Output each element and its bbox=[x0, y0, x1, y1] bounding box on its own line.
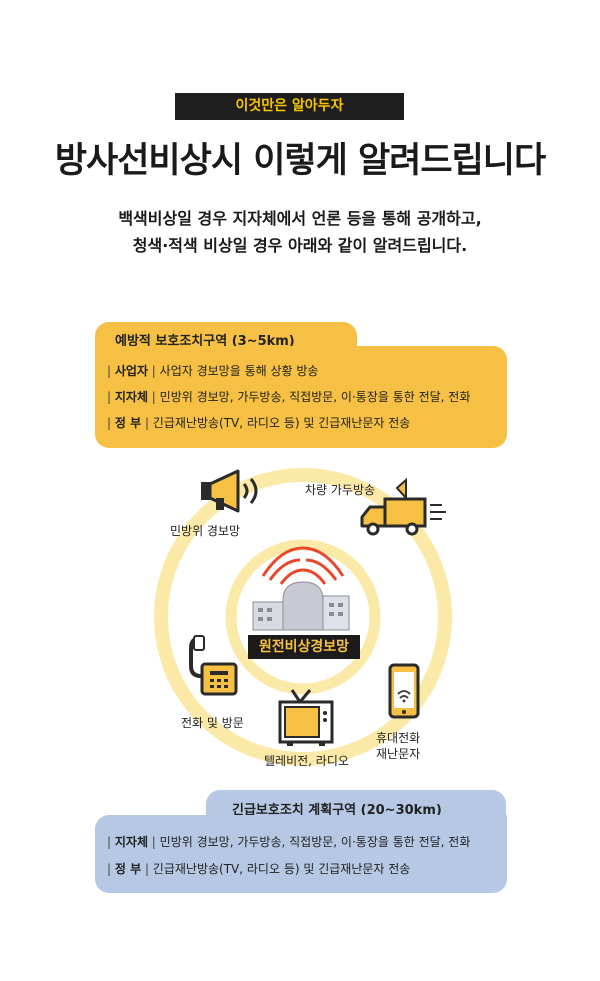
row-who: 정 부 bbox=[114, 416, 142, 430]
row-what: 사업자 경보망을 통해 상황 방송 bbox=[159, 364, 319, 378]
row-who: 정 부 bbox=[114, 862, 142, 876]
telephone-icon bbox=[189, 635, 238, 696]
outer-ring bbox=[154, 468, 452, 766]
row-what: 민방위 경보망, 가두방송, 직접방문, 이·통장을 통한 전달, 전화 bbox=[159, 390, 471, 404]
truck-icon bbox=[360, 477, 446, 536]
emergency-row-government: | 정 부 | 긴급재난방송(TV, 라디오 등) 및 긴급재난문자 전송 bbox=[107, 862, 411, 876]
inner-ring bbox=[225, 539, 381, 695]
mobile-label: 휴대전화 재난문자 bbox=[376, 730, 420, 762]
alert-channel-diagram bbox=[154, 468, 452, 766]
preventive-row-operator: | 사업자 | 사업자 경보망을 통해 상황 방송 bbox=[107, 364, 319, 378]
vehicle-label: 차량 가두방송 bbox=[305, 483, 376, 497]
center-label: 원전비상경보망 bbox=[248, 635, 360, 659]
preventive-zone-title: 예방적 보호조치구역 (3~5km) bbox=[115, 334, 295, 349]
television-icon bbox=[278, 689, 334, 746]
emergency-zone-title: 긴급보호조치 계획구역 (20~30km) bbox=[232, 803, 442, 818]
row-who: 지자체 bbox=[114, 835, 148, 849]
description-line-1: 백색비상일 경우 지자체에서 언론 등을 통해 공개하고, bbox=[118, 209, 482, 228]
mobile-phone-icon bbox=[388, 663, 420, 719]
row-who: 지자체 bbox=[114, 390, 148, 404]
description: 백색비상일 경우 지자체에서 언론 등을 통해 공개하고, 청색·적색 비상일 … bbox=[0, 205, 600, 259]
civil-defense-label: 민방위 경보망 bbox=[170, 524, 241, 538]
row-who: 사업자 bbox=[114, 364, 148, 378]
row-what: 긴급재난방송(TV, 라디오 등) 및 긴급재난문자 전송 bbox=[152, 862, 411, 876]
mobile-label-line-1: 휴대전화 bbox=[376, 731, 421, 745]
emergency-zone-box: | 지자체 | 민방위 경보망, 가두방송, 직접방문, 이·통장을 통한 전달… bbox=[95, 815, 507, 893]
preventive-row-local-gov: | 지자체 | 민방위 경보망, 가두방송, 직접방문, 이·통장을 통한 전달… bbox=[107, 390, 471, 404]
nuclear-plant-icon bbox=[252, 546, 350, 631]
row-what: 긴급재난방송(TV, 라디오 등) 및 긴급재난문자 전송 bbox=[152, 416, 411, 430]
row-what: 민방위 경보망, 가두방송, 직접방문, 이·통장을 통한 전달, 전화 bbox=[159, 835, 471, 849]
preventive-row-government: | 정 부 | 긴급재난방송(TV, 라디오 등) 및 긴급재난문자 전송 bbox=[107, 416, 411, 430]
emergency-row-local-gov: | 지자체 | 민방위 경보망, 가두방송, 직접방문, 이·통장을 통한 전달… bbox=[107, 835, 471, 849]
phone-label: 전화 및 방문 bbox=[181, 716, 244, 730]
page-title: 방사선비상시 이렇게 알려드립니다 bbox=[54, 141, 546, 181]
tv-label: 텔레비전, 라디오 bbox=[264, 754, 349, 768]
preventive-zone-box: | 사업자 | 사업자 경보망을 통해 상황 방송 | 지자체 | 민방위 경보… bbox=[95, 346, 507, 448]
section-tag: 이것만은 알아두자 bbox=[175, 93, 404, 120]
megaphone-icon bbox=[201, 469, 258, 513]
mobile-label-line-2: 재난문자 bbox=[376, 747, 421, 761]
description-line-2: 청색·적색 비상일 경우 아래와 같이 알려드립니다. bbox=[132, 236, 468, 255]
